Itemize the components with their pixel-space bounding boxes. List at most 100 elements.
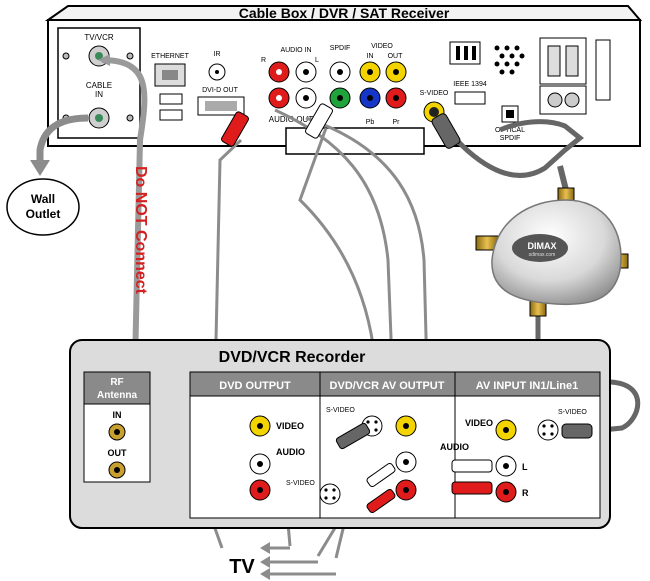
svideo-pin [332,488,336,492]
ieee-slot [464,46,468,60]
screw-icon [126,114,134,122]
rf-label-1: RF [110,377,123,388]
video-label: VIDEO [371,43,393,50]
rca-pin [503,427,509,433]
svideo-pin [550,432,554,436]
red-plug-icon [366,488,396,514]
av-in-svideo-port [537,419,559,441]
av-in-svideo-label: S-VIDEO [558,409,587,416]
svideo-plug-icon [431,113,461,149]
audio-cable [274,108,455,470]
dimax-splitter: DIMAX sdimax.com [475,187,629,317]
dvi-pins [205,101,237,111]
dvd-svideo-label: S-VIDEO [286,480,315,487]
rca-pin [257,461,263,467]
tv-arrows [260,542,336,580]
rf-in-port-center [114,429,120,435]
rf-out-label: OUT [108,448,128,458]
arrow-left-icon [260,556,270,568]
rca-row-top [268,61,407,83]
switch-icon [565,45,579,77]
rf-out-port-center [114,467,120,473]
switch-icon [547,45,561,77]
white-plug-icon [366,462,396,488]
av-output-header: DVD/VCR AV OUTPUT [330,380,445,392]
video-out-label: OUT [388,53,404,60]
dvd-output-header: DVD OUTPUT [219,380,291,392]
ieee-slot [456,46,460,60]
white-plug-icon [451,459,493,473]
red-plug-icon [451,481,493,495]
cable-label-2: IN [95,90,103,99]
svideo-pin [374,420,378,424]
do-not-connect-label: Do NOT Connect [132,166,149,295]
audio-l-label: L [315,57,319,64]
fan-grille [494,45,525,75]
av-in-audio-label: AUDIO [440,442,469,452]
svideo-port-center [429,107,439,117]
rca-pin [257,423,263,429]
rca-pin [403,423,409,429]
tv-label: TV [229,556,255,578]
screw-icon [62,52,70,60]
recorder: DVD/VCR Recorder RF Antenna IN OUT DVD O… [69,339,611,529]
ieee-slot [472,46,476,60]
rca-pin [503,463,509,469]
audio-cable [305,116,455,490]
dvd-audio-label: AUDIO [276,447,305,457]
rca-pin [403,459,409,465]
optical-label-2: SPDIF [500,135,521,142]
ethernet-label: ETHERNET [151,53,189,60]
audio-r-label: R [261,57,266,64]
rca-pin [393,95,399,101]
switch-box [539,37,587,85]
ir-label: IR [214,51,221,58]
svideo-pin [324,496,328,500]
recorder-title: DVD/VCR Recorder [219,349,366,366]
rca-pin [276,95,282,101]
rca-pin [367,95,373,101]
rca-pin [303,95,309,101]
av-in-l-label: L [522,462,528,472]
receiver-title: Cable Box / DVR / SAT Receiver [239,5,450,21]
optical-label-1: OPTICAL [495,127,525,134]
svideo-pin [374,428,378,432]
dvid-label: DVI-D OUT [202,87,239,94]
svideo-label: S-VIDEO [420,90,449,97]
svideo-plug-icon [335,422,371,450]
rca-pin [337,69,343,75]
rf-label-2: Antenna [97,390,137,401]
cable-label-1: CABLE [86,81,112,90]
arrow-left-icon [260,568,270,580]
receiver-side-vent [595,39,611,101]
wall-outlet [6,178,80,236]
splitter-site: sdimax.com [529,252,556,258]
rca-pin [503,489,509,495]
ir-port-center [215,70,219,74]
dvd-svideo-port [319,483,341,505]
splitter-brand: DIMAX [528,241,557,251]
svideo-cable [436,116,585,178]
wall-cable [36,114,89,164]
rca-pin [367,69,373,75]
rca-pin [276,69,282,75]
usb-port [159,93,183,105]
tvvcr-label: TV/VCR [84,33,114,42]
wall-outlet-label-1: Wall [31,192,55,206]
splitter-badge [512,234,568,262]
arrow-down-icon [30,160,50,176]
rca-pin [403,487,409,493]
pb-label: Pb [366,119,375,126]
svideo-pin [542,432,546,436]
svideo-pin [366,420,370,424]
ieee-label: IEEE 1394 [453,81,487,88]
ieee-port [454,91,486,105]
usb-port [159,109,183,121]
ethernet-jack [162,70,178,80]
rf-antenna-header [83,371,151,405]
rca-pin [393,69,399,75]
pr-label: Pr [393,119,401,126]
av-out-svideo-label: S-VIDEO [326,407,355,414]
tvvcr-port-center [95,52,103,60]
